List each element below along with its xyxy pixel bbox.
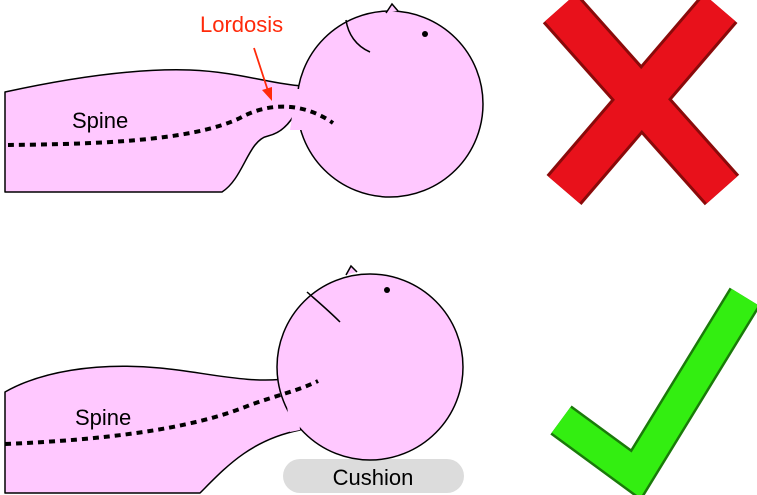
x-mark-icon [542,0,740,206]
bottom-spine-label: Spine [75,405,131,430]
cushion [283,459,464,493]
top-eye [422,31,428,37]
bottom-figure: Cushion Spine [4,264,464,494]
top-spine-label: Spine [72,108,128,133]
cushion-label: Cushion [333,465,414,490]
bottom-spine-line [4,379,319,446]
top-spine-line [7,104,335,147]
lordosis-label: Lordosis [200,12,283,37]
bottom-head [276,273,464,461]
bottom-eye [384,287,390,293]
top-figure: Spine Lordosis [4,2,484,198]
check-mark-icon [550,287,757,495]
top-hair-line [345,19,371,53]
bottom-ear [345,264,358,276]
top-head [296,10,484,198]
lordosis-arrow [253,47,270,95]
lordosis-arrowhead [262,87,272,101]
top-body [4,69,303,193]
top-ear [385,2,399,14]
bottom-hair-line [306,291,341,323]
